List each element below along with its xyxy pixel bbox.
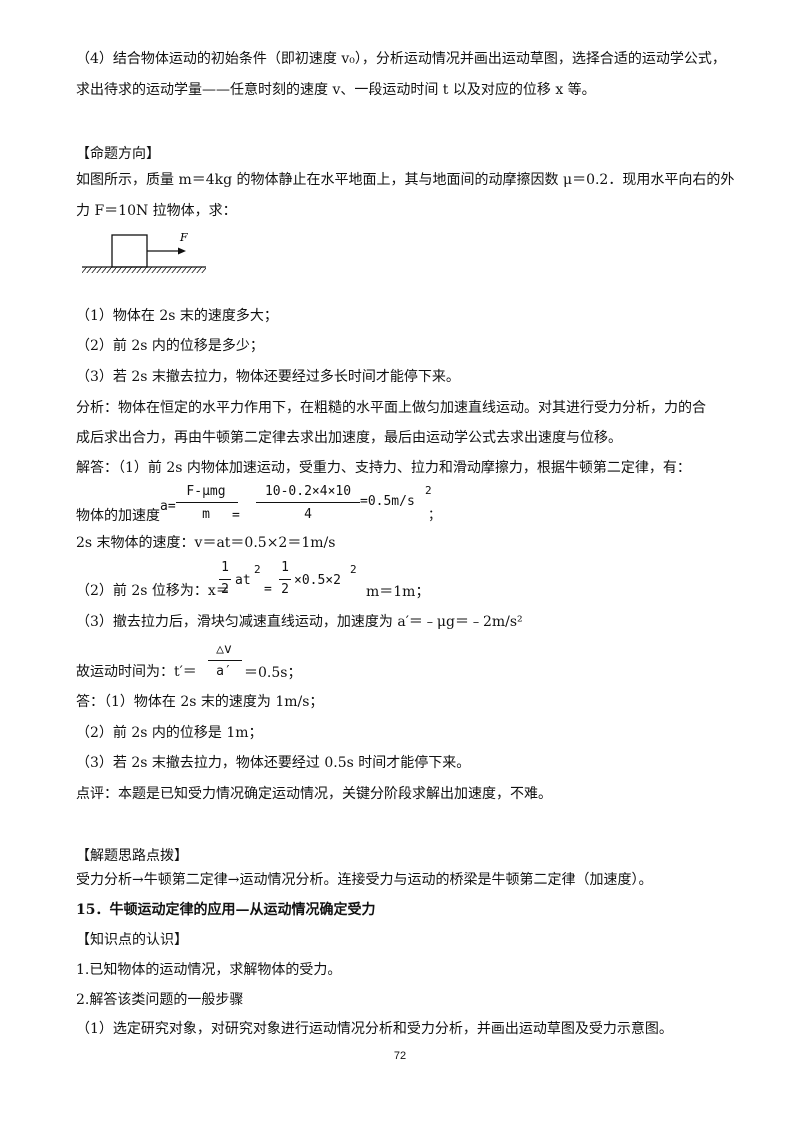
formula-tail: m＝1m；	[366, 584, 430, 600]
superscript: 2	[350, 563, 357, 576]
formula-equals: =	[232, 508, 240, 523]
fraction-numerator: △v	[216, 642, 232, 657]
formula-tail: ＝0.5s；	[244, 665, 302, 681]
acceleration-formula: a= F-μmg m = 10-0.2×4×10 4 =0.5m/s 2 ；	[160, 480, 450, 530]
punctuation: ；	[428, 508, 442, 523]
arrow-head-icon	[178, 247, 186, 255]
sub-question: （2）前 2s 内的位移是多少；	[76, 338, 264, 354]
ground-hatch	[82, 267, 206, 273]
answer-line: （3）若 2s 末撤去拉力，物体还要经过 0.5s 时间才能停下来。	[76, 755, 471, 771]
time-formula: △v a′ ＝0.5s；	[206, 640, 336, 686]
tips-line: 受力分析→牛顿第二定律→运动情况分析。连接受力与运动的桥梁是牛顿第二定律（加速度…	[76, 872, 653, 888]
velocity-line: 2s 末物体的速度：v＝at＝0.5×2＝1m/s	[76, 535, 336, 551]
heading-direction: 【命题方向】	[76, 146, 160, 162]
formula-lhs: a=	[160, 499, 176, 514]
sub-question: （3）若 2s 末撤去拉力，物体还要经过多长时间才能停下来。	[76, 369, 460, 385]
answer-line: 答：（1）物体在 2s 末的速度为 1m/s；	[76, 694, 324, 710]
answer-line: （2）前 2s 内的位移是 1m；	[76, 725, 263, 741]
acceleration-label: 物体的加速度	[76, 508, 160, 524]
fraction-denominator: a′	[216, 664, 232, 679]
displacement-label: （2）前 2s 位移为：x＝	[76, 583, 230, 599]
superscript: 2	[425, 484, 432, 497]
text-line: （4）结合物体运动的初始条件（即初速度 v₀），分析运动情况并画出运动草图，选择…	[76, 51, 726, 67]
analysis-line: 成后求出合力，再由牛顿第二定律去求出加速度，最后由运动学公式去求出速度与位移。	[76, 430, 622, 446]
force-label: F	[179, 231, 188, 244]
comment-line: 点评：本题是已知受力情况确定运动情况，关键分阶段求解出加速度，不难。	[76, 786, 552, 802]
formula-term: ×0.5×2	[294, 573, 341, 588]
analysis-line: 分析：物体在恒定的水平力作用下，在粗糙的水平面上做匀加速直线运动。对其进行受力分…	[76, 400, 706, 416]
time-label: 故运动时间为：t′＝	[76, 664, 197, 680]
formula-equals: =	[264, 582, 272, 597]
fraction-denominator: 2	[221, 582, 229, 597]
fraction-numerator: 1	[281, 560, 289, 575]
section-title: 15．牛顿运动定律的应用—从运动情况确定受力	[76, 902, 376, 918]
fraction-numerator: F-μmg	[186, 484, 226, 499]
knowledge-line: 1.已知物体的运动情况，求解物体的受力。	[76, 962, 342, 978]
fraction-numerator: 10-0.2×4×10	[264, 484, 352, 499]
formula-term: at	[235, 573, 251, 588]
question-line: 力 F＝10N 拉物体，求：	[76, 203, 237, 219]
block-force-figure: F	[82, 231, 206, 273]
heading-knowledge: 【知识点的认识】	[76, 932, 188, 948]
question-line: 如图所示，质量 m＝4kg 的物体静止在水平地面上，其与地面间的动摩擦因数 μ＝…	[76, 172, 735, 188]
block	[111, 234, 148, 268]
heading-tips: 【解题思路点拨】	[76, 848, 188, 864]
fraction-denominator: m	[202, 507, 210, 522]
solution-line: 解答：（1）前 2s 内物体加速运动，受重力、支持力、拉力和滑动摩擦力，根据牛顿…	[76, 460, 691, 476]
fraction-denominator: 4	[304, 507, 312, 522]
fraction-numerator: 1	[221, 560, 229, 575]
page-number: 72	[393, 1050, 407, 1062]
knowledge-line: 2.解答该类问题的一般步骤	[76, 992, 244, 1008]
text-line: 求出待求的运动学量——任意时刻的速度 v、一段运动时间 t 以及对应的位移 x …	[76, 82, 596, 98]
deceleration-line: （3）撤去拉力后，滑块匀减速直线运动，加速度为 a′＝﹣μg＝﹣2m/s²	[76, 614, 523, 630]
fraction-denominator: 2	[281, 582, 289, 597]
displacement-formula: 1 2 at 2 = 1 2 ×0.5×2 2 m＝1m；	[218, 560, 438, 606]
formula-result: =0.5m/s	[360, 494, 415, 509]
knowledge-line: （1）选定研究对象，对研究对象进行运动情况分析和受力分析，并画出运动草图及受力示…	[76, 1021, 673, 1037]
superscript: 2	[254, 563, 261, 576]
sub-question: （1）物体在 2s 末的速度多大；	[76, 308, 278, 324]
